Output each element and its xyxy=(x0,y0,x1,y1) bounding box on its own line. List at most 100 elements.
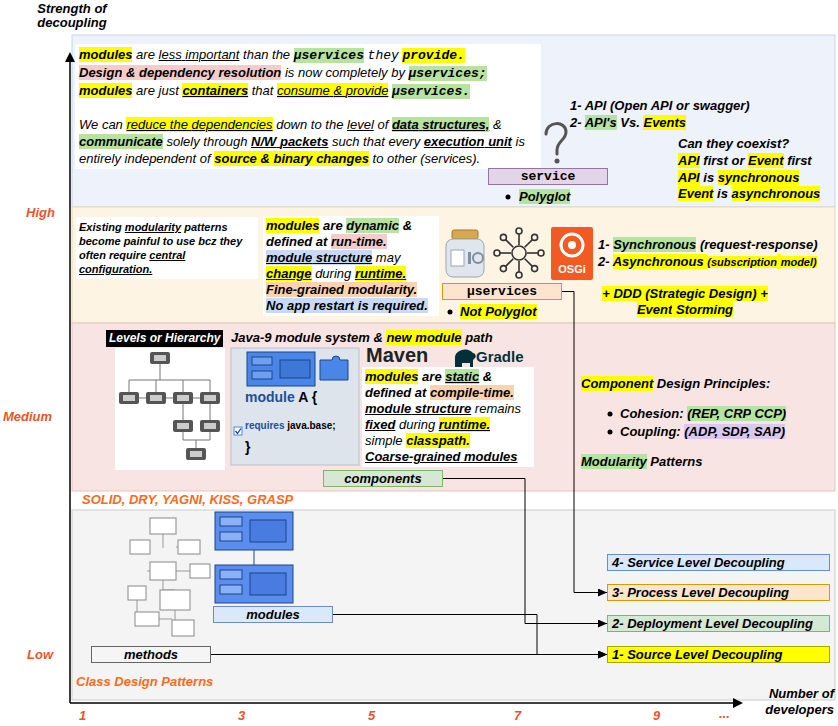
text-run: or xyxy=(731,153,744,168)
text-run: can xyxy=(102,117,123,132)
network-icon xyxy=(506,240,514,248)
text-run: & xyxy=(403,218,412,233)
text-space xyxy=(155,83,159,98)
text-space xyxy=(417,151,421,166)
text-run: modules xyxy=(246,607,299,622)
text-run: Coarse-grained xyxy=(365,449,460,464)
text-run: to xyxy=(373,151,384,166)
text-run: N/W xyxy=(251,134,276,149)
node-text: 2- Deployment Level Decoupling xyxy=(612,616,825,631)
text-run: modules xyxy=(79,47,132,62)
text-label: + DDD (Strategic Design) + Event Stormin… xyxy=(583,286,787,318)
node-text: modules are dynamic & defined at run-tim… xyxy=(266,218,436,250)
text-run: + xyxy=(760,286,768,301)
text-space xyxy=(385,134,389,149)
text-run: classpath. xyxy=(406,433,470,448)
text-run: of xyxy=(822,686,834,701)
text-label: 1- API (Open API or swagger) xyxy=(570,98,750,114)
text-run: 3- xyxy=(612,585,624,600)
connector xyxy=(333,615,607,655)
text-run: configuration. xyxy=(79,263,152,275)
text-space xyxy=(395,417,399,432)
hierarchy-illustration xyxy=(146,392,166,404)
text-run: Event xyxy=(748,153,783,168)
network-icon xyxy=(512,246,526,260)
java-module-picture xyxy=(280,360,310,378)
question-mark-icon xyxy=(555,159,560,164)
text-run: important xyxy=(185,47,239,62)
text-run: (ADP, xyxy=(684,424,718,439)
gradle-icon xyxy=(455,350,476,367)
text-space xyxy=(485,134,489,149)
text-space xyxy=(411,401,415,416)
text-space xyxy=(624,616,628,631)
text-space xyxy=(206,492,210,507)
text-run: runtime. xyxy=(355,266,406,281)
band xyxy=(72,323,835,491)
hierarchy-illustration xyxy=(173,420,193,432)
text-run: modules xyxy=(79,83,132,98)
text-run: is xyxy=(516,134,525,149)
text-run: 2- xyxy=(612,616,624,631)
text-space xyxy=(125,492,129,507)
text-run: Strength xyxy=(37,1,90,16)
axis-title: Strength of decoupling xyxy=(27,2,117,30)
hierarchy-illustration xyxy=(200,392,220,404)
text-run: Design) xyxy=(709,286,757,301)
text-run: may xyxy=(376,250,401,265)
network-icon xyxy=(500,234,506,240)
text-run: binary xyxy=(274,151,313,166)
question-mark-icon xyxy=(546,124,566,154)
text-label: 1- Synchronous (request-response) xyxy=(598,237,818,253)
text-space xyxy=(182,47,186,62)
text-run: Can xyxy=(678,136,703,151)
text-run: & xyxy=(260,151,269,166)
text-run: API xyxy=(678,153,700,168)
text-run: entirely xyxy=(79,151,121,166)
axis-tick: 3 xyxy=(238,709,245,723)
node-text: We can reduce the dependencies down to t… xyxy=(79,116,537,167)
text-run: & xyxy=(373,330,382,345)
text-space xyxy=(132,47,136,62)
text-run: (Open xyxy=(610,98,648,113)
text-run: SDP, xyxy=(722,424,751,439)
text-run: new xyxy=(386,330,411,345)
axis-tick: 7 xyxy=(514,709,521,723)
node-text: modules xyxy=(218,607,328,622)
text-space xyxy=(388,65,392,80)
hierarchy-illustration xyxy=(115,348,225,470)
node-text: } xyxy=(245,438,355,456)
hierarchy-illustration xyxy=(200,420,220,432)
text-space xyxy=(294,65,298,80)
text-run: Patterns xyxy=(161,674,213,689)
java-module-picture xyxy=(252,371,272,379)
text-run: they xyxy=(706,136,733,151)
text-run: at xyxy=(316,234,328,249)
text-space xyxy=(328,134,332,149)
text-label: Event is asynchronous xyxy=(678,186,820,202)
node-text: modules are static & defined at compile-… xyxy=(365,369,531,401)
axis-level: Low xyxy=(27,647,53,663)
text-run: (services). xyxy=(420,151,480,166)
text-run: level xyxy=(347,117,374,132)
text-space xyxy=(479,369,483,384)
network-icon xyxy=(527,252,538,254)
text-space xyxy=(364,47,368,62)
text-run: patterns xyxy=(184,221,227,233)
node-text: 1- Source Level Decoupling xyxy=(612,647,825,662)
hierarchy-illustration xyxy=(129,364,210,448)
text-run: Event xyxy=(637,302,672,317)
text-run: modules xyxy=(365,369,418,384)
text-space xyxy=(270,151,274,166)
node-text: module structure may change during runti… xyxy=(266,250,436,282)
node-text: components xyxy=(328,471,438,486)
class-diagram-illustration xyxy=(150,562,176,580)
level-box: 2- Deployment Level Decoupling xyxy=(607,615,830,632)
text-run: central xyxy=(149,249,185,261)
text-run: independent xyxy=(125,151,197,166)
text-run: swagger) xyxy=(693,98,750,113)
text-run: module xyxy=(266,250,312,265)
text-space xyxy=(321,330,325,345)
text-space xyxy=(460,449,464,464)
